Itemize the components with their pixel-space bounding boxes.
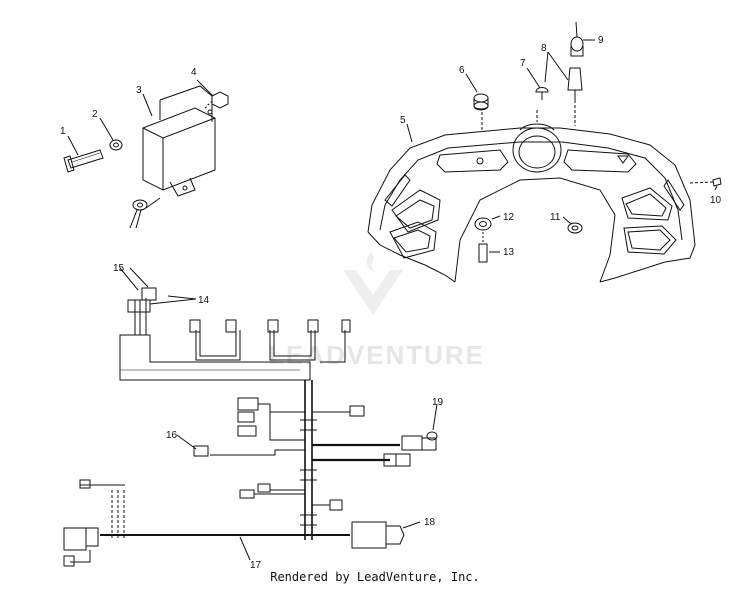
callout-7: 7	[520, 58, 526, 69]
grommet-part-6	[473, 93, 489, 111]
plug-part-13	[478, 232, 488, 263]
control-module-part	[142, 85, 216, 197]
footer-credit: Rendered by LeadVenture, Inc.	[270, 570, 480, 584]
callout-12: 12	[503, 212, 515, 223]
dashboard-pod-part	[367, 123, 696, 283]
callout-2: 2	[92, 109, 98, 120]
ground-terminal-part	[129, 197, 161, 229]
nut-part	[204, 91, 229, 109]
callout-18: 18	[424, 517, 436, 528]
grommet-part-12	[474, 217, 492, 231]
callout-9: 9	[598, 35, 604, 46]
callout-19: 19	[432, 397, 444, 408]
callout-labels: 1 2 3 4 5 6 7 8 9 10 11 12 13 14 15 16 1…	[60, 35, 722, 571]
callout-14: 14	[198, 295, 210, 306]
callout-17: 17	[250, 560, 262, 571]
grommet-part-11	[567, 222, 583, 234]
callout-15: 15	[113, 263, 125, 274]
callout-11: 11	[550, 212, 561, 223]
screw-part-10	[689, 177, 722, 187]
callout-10: 10	[710, 195, 722, 206]
washer-part	[109, 139, 123, 151]
wiring-harness	[63, 287, 438, 567]
callout-16: 16	[166, 430, 178, 441]
callout-5: 5	[400, 115, 406, 126]
watermark-text: LEADVENTURE	[268, 340, 486, 370]
watermark-logo-icon	[343, 252, 403, 315]
callout-8: 8	[541, 43, 547, 54]
bulb-socket-part-8	[567, 67, 583, 126]
callout-6: 6	[459, 65, 465, 76]
callout-13: 13	[503, 247, 515, 258]
screw-part-7	[535, 87, 549, 100]
bulb-part-9	[570, 21, 584, 57]
bolt-part	[63, 149, 104, 173]
callout-1: 1	[60, 126, 66, 137]
callout-4: 4	[191, 67, 197, 78]
callout-3: 3	[136, 85, 142, 96]
